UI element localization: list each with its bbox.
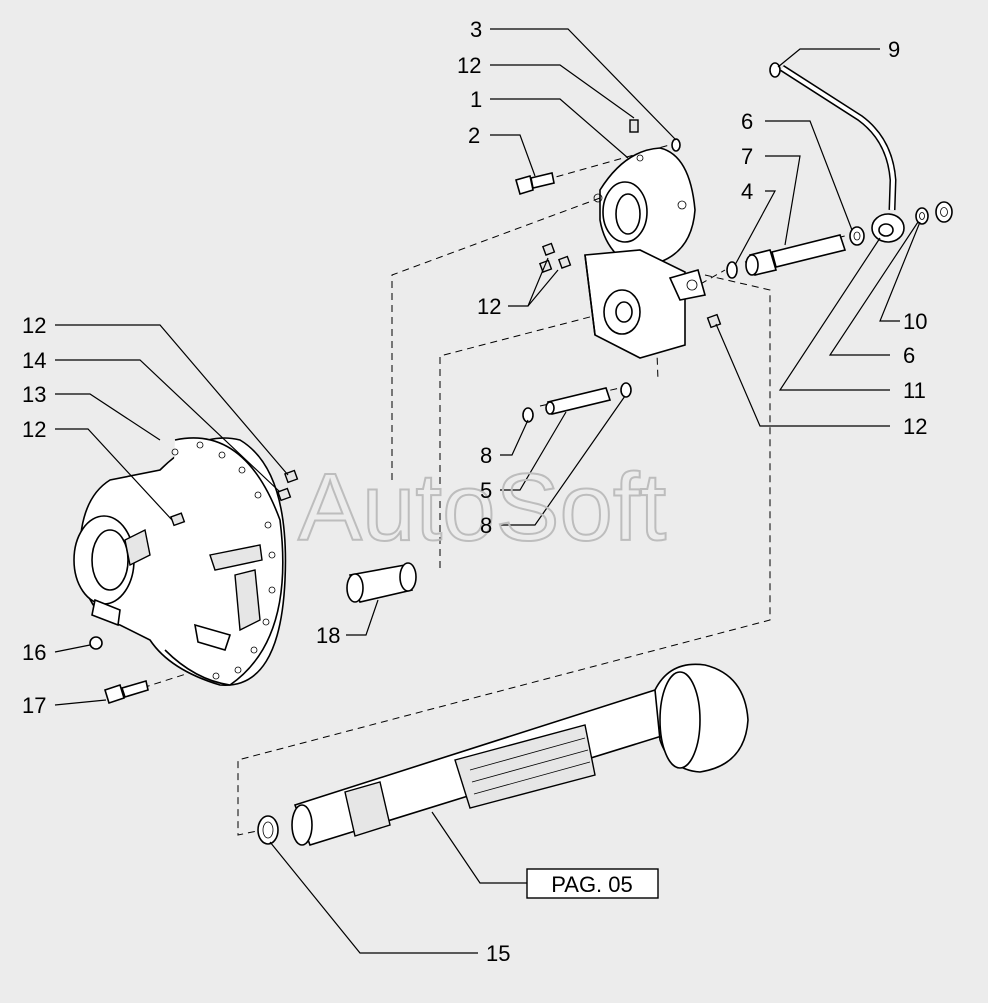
callout-2: 2 (468, 123, 480, 148)
bushing-part-18 (346, 562, 417, 603)
callout-12-body: 12 (477, 294, 501, 319)
pin-part-5 (545, 387, 612, 415)
snap-ring-part-15 (257, 815, 279, 845)
callout-6-right: 6 (903, 343, 915, 368)
callout-4: 4 (741, 179, 753, 204)
nut-part-10 (935, 201, 953, 223)
callout-8-top: 8 (480, 443, 492, 468)
banjo-bolt-part-7 (745, 234, 847, 276)
o-ring-part-8a (522, 407, 534, 423)
page-reference-box[interactable]: PAG. 05 (526, 868, 659, 899)
callout-labels: 3 12 1 2 9 6 7 4 12 10 6 11 12 12 14 13 … (22, 17, 927, 966)
cover-part-1 (593, 147, 696, 266)
leader-lines (54, 28, 921, 954)
pipe-part-9 (769, 62, 897, 211)
callout-17: 17 (22, 693, 46, 718)
callout-18: 18 (316, 623, 340, 648)
o-ring-part-4 (726, 261, 738, 279)
bolt-part-17 (104, 679, 149, 705)
callout-8-bottom: 8 (480, 513, 492, 538)
washer-part-6b (915, 207, 929, 225)
callout-12-top: 12 (457, 53, 481, 78)
housing-part-13 (73, 437, 287, 686)
bolt-part-2 (515, 172, 555, 196)
flange-bolt-holes (171, 441, 276, 680)
callout-10: 10 (903, 309, 927, 334)
callout-12-left-a: 12 (22, 313, 46, 338)
callout-6-top: 6 (741, 109, 753, 134)
splined-shaft (291, 663, 749, 846)
callout-15: 15 (486, 941, 510, 966)
callout-16: 16 (22, 640, 46, 665)
callout-11: 11 (903, 378, 926, 403)
callout-5: 5 (480, 478, 492, 503)
callout-9: 9 (888, 37, 900, 62)
callout-14: 14 (22, 348, 46, 373)
o-ring-part-8b (620, 382, 632, 398)
grub-screw-12-housing (170, 469, 299, 527)
valve-body (584, 249, 707, 359)
callout-12-left-b: 12 (22, 417, 46, 442)
page-reference-label: PAG. 05 (551, 872, 633, 897)
callout-7: 7 (741, 144, 753, 169)
callout-1: 1 (470, 87, 482, 112)
banjo-fitting-part-11 (871, 213, 905, 243)
o-ring-part-3 (671, 138, 681, 152)
callout-12-right: 12 (903, 414, 927, 439)
callout-13: 13 (22, 382, 46, 407)
washer-part-6a (849, 226, 865, 246)
watermark-text: AutoSoft (298, 454, 666, 561)
callout-3: 3 (470, 17, 482, 42)
ball-part-16 (89, 636, 103, 650)
